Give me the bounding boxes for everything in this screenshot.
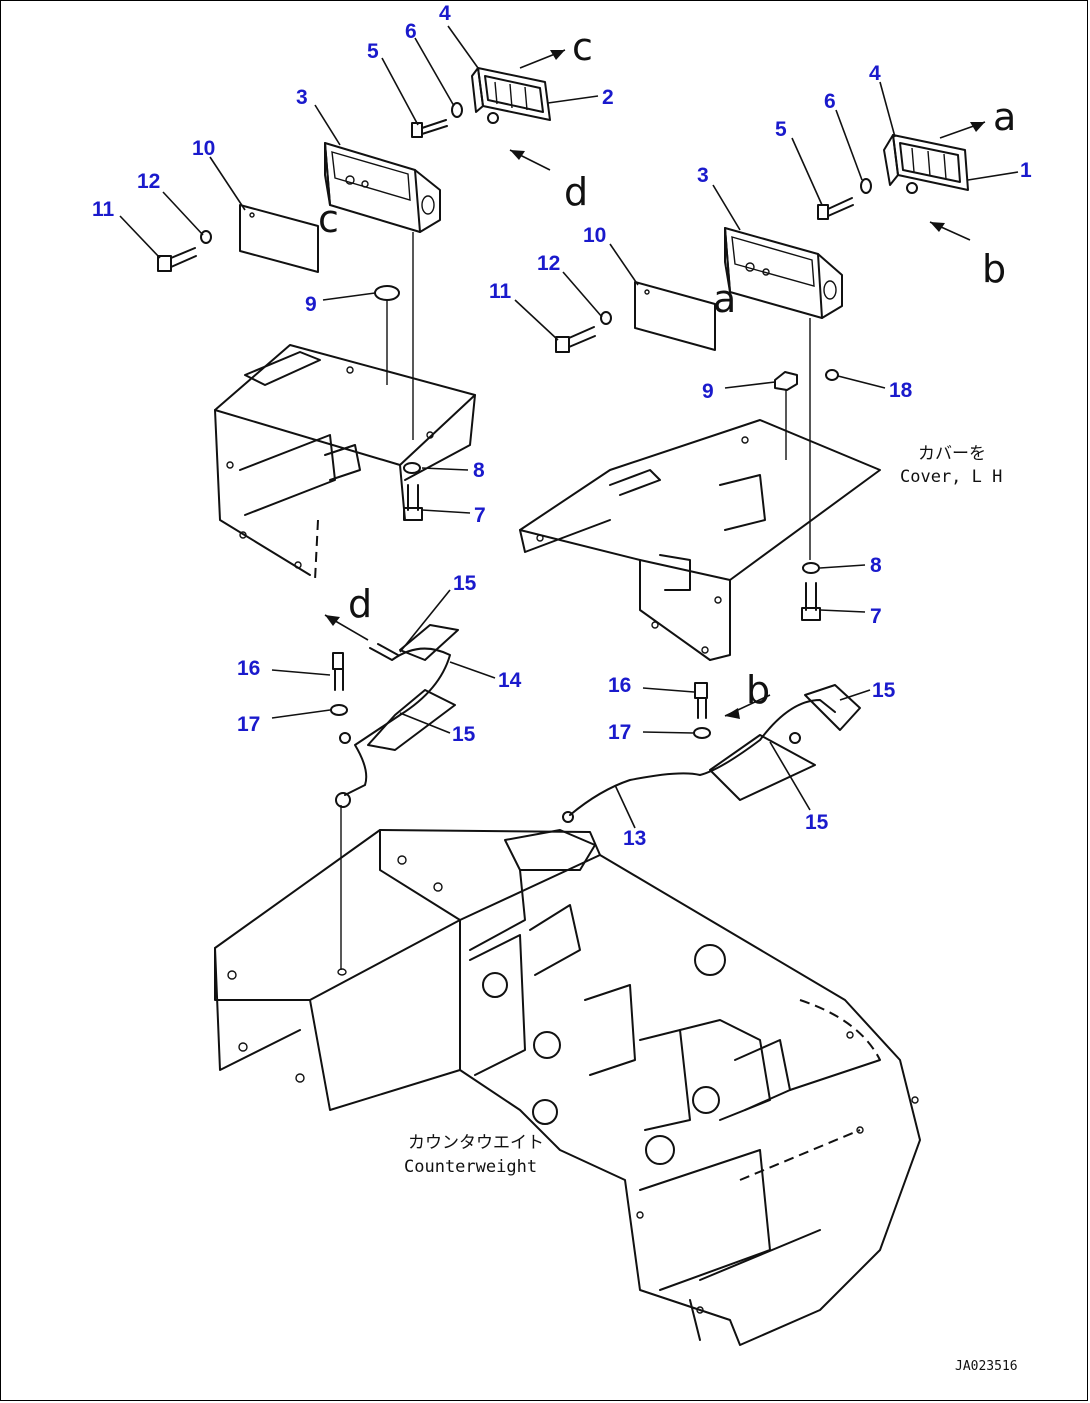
bolt-11-left [157, 230, 212, 272]
plate-part-10-right [634, 281, 716, 351]
callout-numbers: 4 6 5 2 3 10 12 11 9 8 7 4 6 5 1 3 10 12… [92, 2, 1032, 850]
washer-17-left [330, 704, 348, 716]
letter-b-top: b [982, 247, 1006, 291]
bolt-7-right [801, 582, 821, 621]
lamp-part-1 [883, 134, 969, 194]
callout-8-left: 8 [473, 459, 485, 482]
bolt-11-right [555, 311, 612, 353]
callout-5-left: 5 [367, 40, 379, 63]
leader-lines [119, 25, 1019, 829]
letter-a-top: a [993, 95, 1016, 139]
grommet-9-left [374, 285, 400, 301]
callout-17-right: 17 [608, 721, 631, 744]
counterweight-note-jp: カウンタウエイト [408, 1133, 544, 1153]
callout-10-right: 10 [583, 224, 606, 247]
callout-13: 13 [623, 827, 646, 850]
callout-2: 2 [602, 86, 614, 109]
cover-note-jp: カバーを [918, 444, 986, 464]
counterweight [214, 829, 921, 1346]
callout-17-left: 17 [237, 713, 260, 736]
callout-4-right: 4 [869, 62, 881, 85]
screw-5-right [817, 178, 872, 220]
harness-14 [335, 624, 459, 808]
callout-15-bottom-right: 15 [805, 811, 829, 834]
counterweight-note-en: Counterweight [404, 1157, 537, 1177]
letter-d-top: d [564, 170, 588, 214]
bolt-16-right [694, 682, 708, 699]
callout-8-right: 8 [870, 554, 882, 577]
callout-18: 18 [889, 379, 913, 402]
housing-part-3-right [724, 227, 843, 319]
callout-10-left: 10 [192, 137, 215, 160]
harness-13 [562, 684, 861, 823]
washer-8-right [802, 562, 820, 574]
bracket-left [214, 344, 476, 581]
callout-7-left: 7 [474, 504, 486, 527]
nut-9-right [774, 371, 798, 460]
letter-a-plate: a [713, 277, 736, 321]
drawing-code: JA023516 [955, 1359, 1018, 1374]
callout-1: 1 [1020, 159, 1032, 182]
callout-11-right: 11 [489, 280, 512, 303]
callout-12-left: 12 [137, 170, 160, 193]
callout-9-left: 9 [305, 293, 317, 316]
callout-9-right: 9 [702, 380, 714, 403]
callout-14: 14 [498, 669, 522, 692]
callout-15-top-right: 15 [872, 679, 896, 702]
bolt-16-left [332, 652, 344, 670]
callout-7-right: 7 [870, 605, 882, 628]
letter-d-harness: d [348, 582, 372, 626]
bracket-right [519, 419, 881, 661]
letter-c-plate: c [318, 197, 339, 241]
callout-6-left: 6 [405, 20, 417, 43]
callout-5-right: 5 [775, 118, 787, 141]
callout-4-left: 4 [439, 2, 451, 25]
callout-15-bottom-left: 15 [452, 723, 476, 746]
letter-b-harness: b [746, 668, 770, 712]
letter-c-top: c [572, 25, 593, 69]
callout-11-left: 11 [92, 198, 115, 221]
callout-3-left: 3 [296, 86, 308, 109]
callout-3-right: 3 [697, 164, 709, 187]
screw-5-left [411, 102, 463, 138]
clip-18 [825, 369, 839, 381]
callout-16-left: 16 [237, 657, 260, 680]
bolt-7-left [403, 484, 423, 521]
callout-15-top-left: 15 [453, 572, 477, 595]
washer-8-left [403, 462, 421, 474]
lamp-part-2 [471, 67, 551, 124]
housing-part-3-left [324, 142, 441, 233]
callout-12-right: 12 [537, 252, 560, 275]
direction-arrows [324, 49, 986, 719]
washer-17-right [693, 727, 711, 739]
callout-16-right: 16 [608, 674, 631, 697]
callout-6-right: 6 [824, 90, 836, 113]
connection-letters: c d c a b a d b [318, 25, 1016, 712]
cover-note-en: Cover, L H [900, 467, 1002, 487]
plate-part-10-left [239, 204, 319, 273]
